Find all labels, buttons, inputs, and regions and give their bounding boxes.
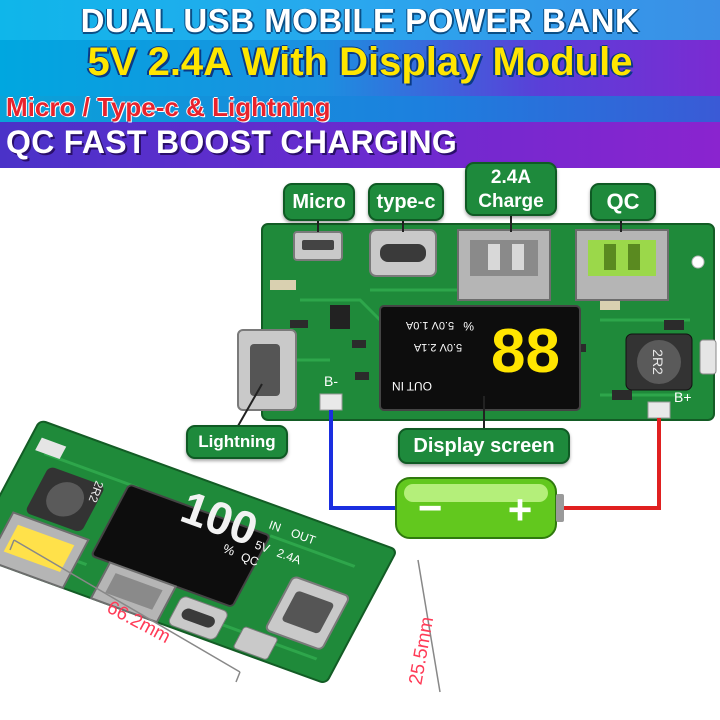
bottom-pcb-board [0,420,396,683]
callout-micro-text: Micro [292,191,346,213]
bottom-display-v: 5V [253,538,272,556]
top-switch [699,339,717,375]
bottom-display-pct: % [221,541,237,559]
top-pad-positive [647,401,671,419]
callout-display-screen: Display screen [398,428,570,464]
top-pad-negative-label: B- [324,373,338,389]
top-qc-port [575,229,669,301]
callout-lightning: Lightning [186,425,288,459]
top-micro-port [293,231,343,261]
battery [395,477,564,539]
top-display-in: IN [392,379,404,393]
callout-charge-line1: 2.4A [490,167,532,188]
callout-typec: type-c [368,183,444,221]
top-lightning-port [237,329,297,411]
dimension-lines [9,539,441,693]
callout-lightning-text: Lightning [198,432,276,451]
bottom-display-qc: QC [239,550,261,569]
callout-display-text: Display screen [413,435,555,457]
ports-line: Micro / Type-c & Lightning [6,92,331,122]
top-pad-negative [319,393,343,411]
callout-charge: 2.4A Charge [465,162,557,216]
top-display-v1: 5.0V 2.1A [413,341,462,353]
page-subtitle: 5V 2.4A With Display Module [87,40,633,84]
header-top-band [0,0,720,40]
top-display-digits: 88 [491,317,560,386]
top-display-out: OUT [406,379,432,393]
top-usb-port [457,229,551,301]
feature-line: QC FAST BOOST CHARGING [6,124,458,160]
bottom-display-in: IN [267,518,283,535]
callout-qc: QC [590,183,656,221]
header-bottom-band [0,122,720,168]
header-mid-band [0,96,720,122]
top-display-percent: % [463,319,474,333]
top-inductor [625,333,693,391]
page-title: DUAL USB MOBILE POWER BANK [80,2,640,39]
callout-qc-text: QC [606,189,640,214]
header-banner: DUAL USB MOBILE POWER BANK 5V 2.4A With … [0,0,720,168]
top-typec-port [369,229,437,277]
top-inductor-label: 2R2 [650,349,666,375]
callout-typec-text: type-c [376,191,436,213]
positive-wire [556,418,661,510]
callout-micro: Micro [283,183,355,221]
top-display-v2: 5.0V 1.0A [405,319,454,331]
callout-charge-line2: Charge [478,191,544,212]
battery-minus: − [418,484,443,531]
top-display-screen [379,305,581,411]
negative-wire [329,410,396,510]
top-pad-positive-label: B+ [674,389,692,405]
battery-plus: + [508,486,533,533]
